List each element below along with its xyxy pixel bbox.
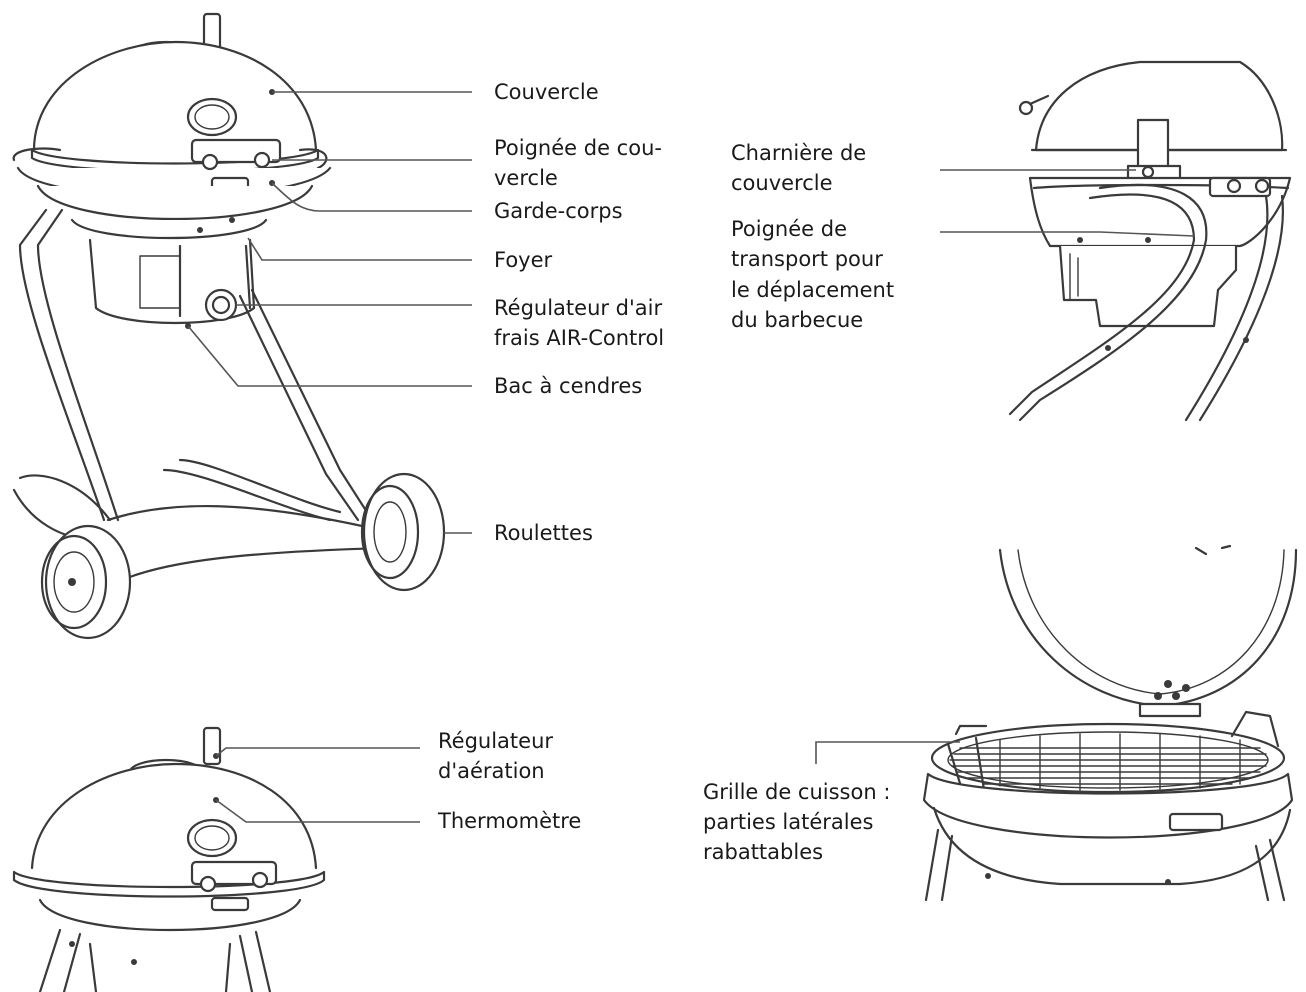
label-regulateur-aeration-line1: Régulateur xyxy=(438,729,554,753)
label-roulettes: Roulettes xyxy=(494,521,593,545)
label-poignee-couvercle-line2: vercle xyxy=(494,166,558,190)
label-regulateur-air-line1: Régulateur d'air xyxy=(494,296,663,320)
label-thermometre: Thermomètre xyxy=(438,809,582,833)
label-bac-cendres: Bac à cendres xyxy=(494,374,643,398)
label-grille-line2: parties latérales xyxy=(703,810,874,834)
label-foyer: Foyer xyxy=(494,248,553,272)
main-grill-illustration xyxy=(12,12,446,640)
label-garde-corps: Garde-corps xyxy=(494,199,623,223)
label-transport-line4: du barbecue xyxy=(731,308,864,332)
lid-detail-illustration xyxy=(12,726,420,992)
label-transport-line2: transport pour xyxy=(731,247,883,271)
label-transport-line3: le déplacement xyxy=(731,278,895,302)
label-couvercle: Couvercle xyxy=(494,80,599,104)
label-transport-line1: Poignée de xyxy=(731,217,848,241)
label-poignee-couvercle-line1: Poignée de cou- xyxy=(494,136,662,160)
label-grille-line3: rabattables xyxy=(703,840,824,864)
main-grill-leaders xyxy=(187,91,472,534)
label-regulateur-air-line2: frais AIR-Control xyxy=(494,326,665,350)
label-grille-line1: Grille de cuisson : xyxy=(703,780,891,804)
rear-view-illustration xyxy=(940,60,1292,422)
label-regulateur-aeration-line2: d'aération xyxy=(438,759,545,783)
label-charniere-line1: Charnière de xyxy=(731,141,867,165)
label-charniere-line2: couvercle xyxy=(731,171,833,195)
